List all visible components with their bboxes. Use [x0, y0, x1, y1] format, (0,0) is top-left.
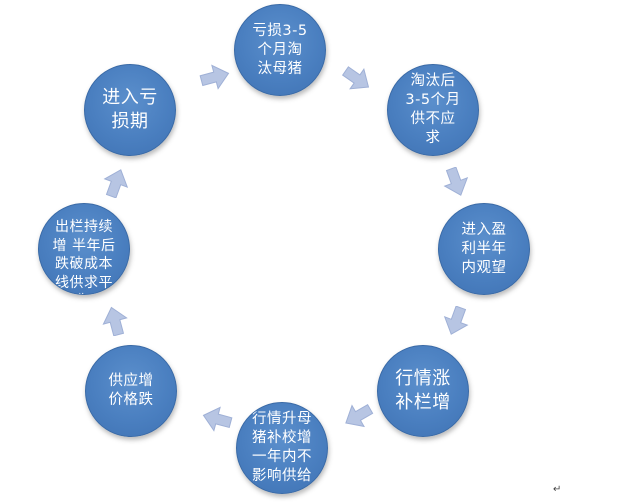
arrow-left-icon — [202, 406, 233, 432]
node-label: 进入亏损期 — [102, 87, 158, 132]
arrow-right-down-icon — [341, 66, 370, 90]
node-label: 供应增价格跌 — [108, 373, 154, 408]
node-label: 进入盈利半年内观望 — [461, 221, 507, 276]
cycle-node-profit-wait: 进入盈利半年内观望 — [438, 203, 530, 295]
node-label: 行情涨补栏增 — [395, 368, 451, 413]
node-label: 行情升母猪补校增一年内不影响供给 — [252, 411, 312, 484]
return-mark: ↵ — [553, 484, 562, 495]
arrow-up-icon — [103, 169, 129, 198]
cycle-node-oversupply: 供应增价格跌 — [85, 345, 177, 437]
arrow-left-down-icon — [345, 403, 374, 428]
arrow-right-icon — [199, 64, 230, 90]
arrow-up-icon — [102, 306, 128, 336]
cycle-node-supply-unaffected: 行情升母猪补校增一年内不影响供给 — [236, 402, 328, 494]
arrow-down-icon — [443, 167, 469, 196]
cycle-node-price-rise: 行情涨补栏增 — [377, 345, 469, 437]
arrow-down-icon — [443, 306, 469, 335]
cycle-node-enter-loss: 进入亏损期 — [84, 64, 176, 156]
